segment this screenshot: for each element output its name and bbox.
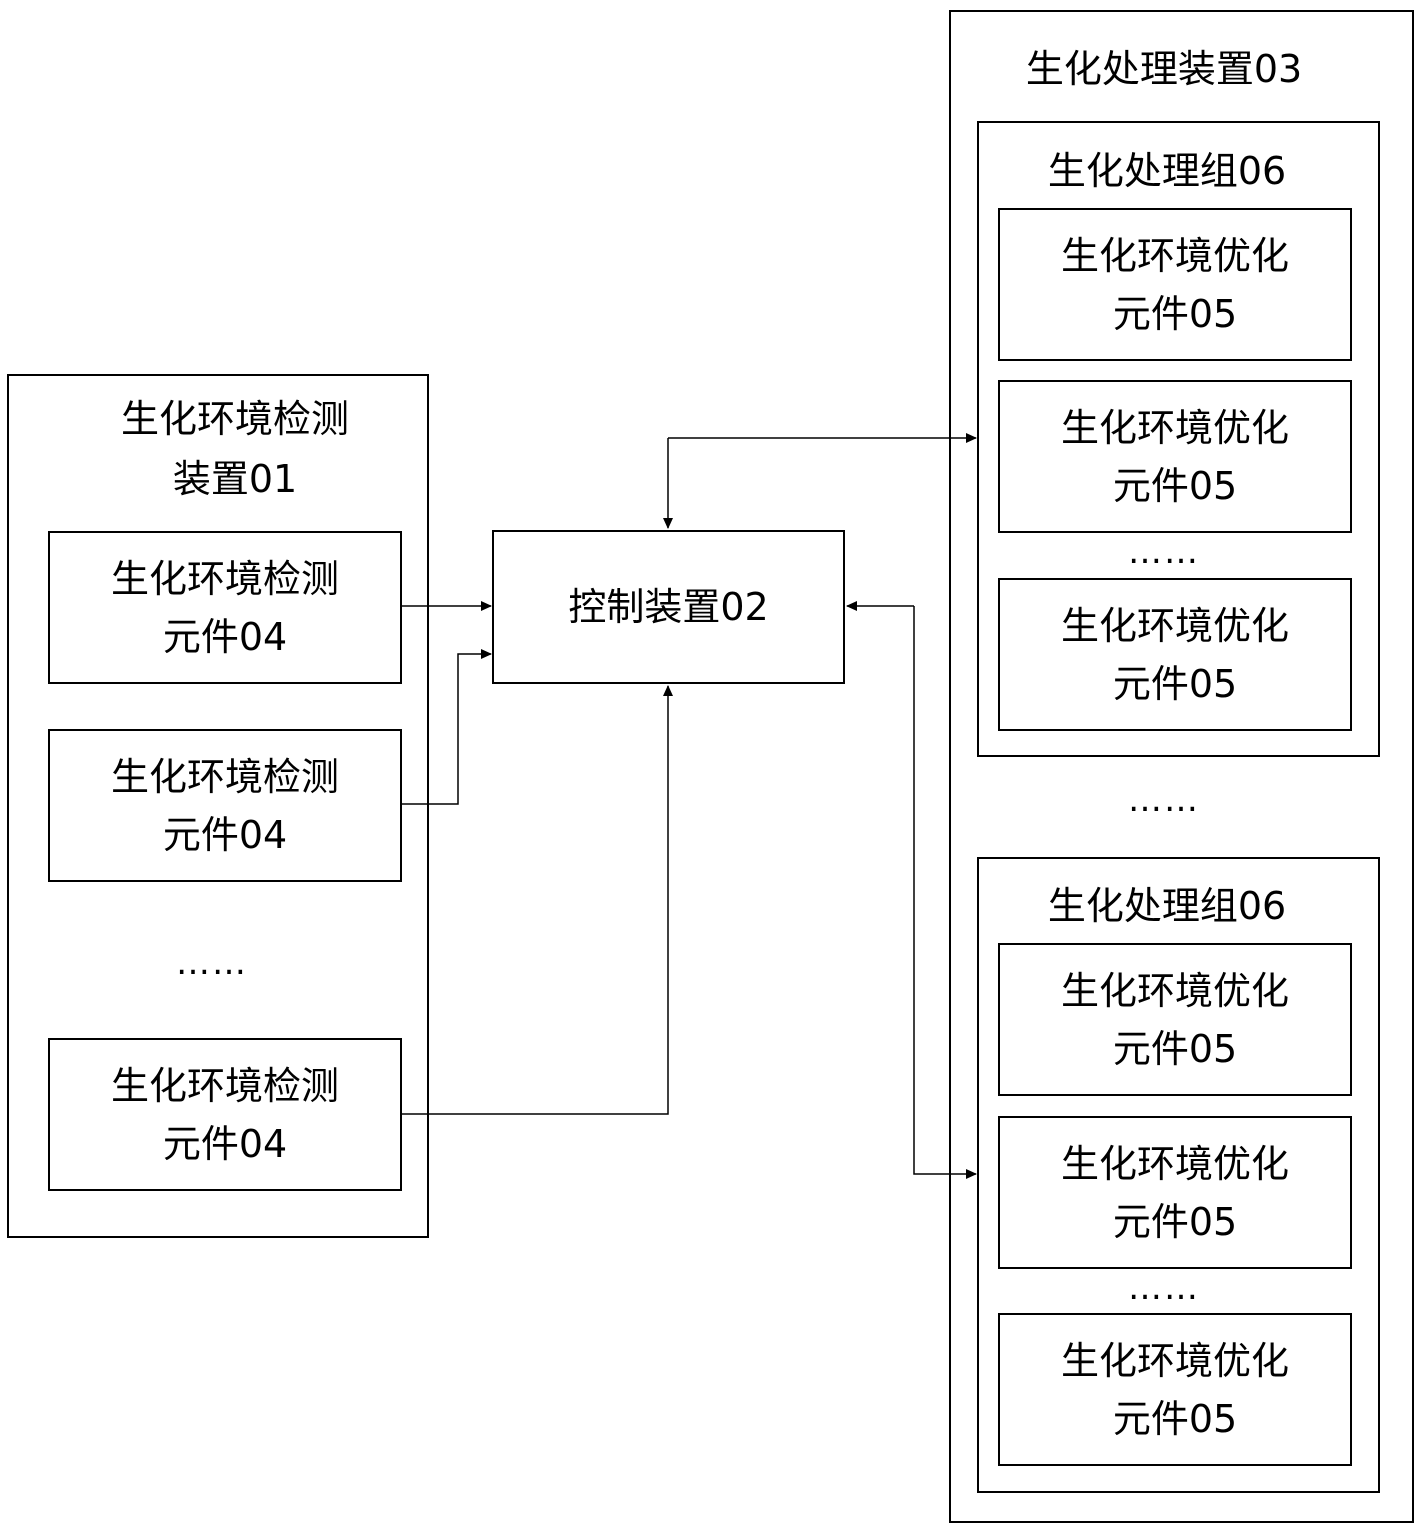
processing-device-title: 生化处理装置03 [1025,47,1303,91]
processing-group-1-title: 生化处理组06 [1047,149,1287,193]
arrow-detection-3-to-control [402,685,673,1115]
element-label-line2: 元件05 [1112,1396,1238,1441]
element-label-line1: 生化环境检测 [110,754,339,799]
processing-group-2-title: 生化处理组06 [1047,884,1287,928]
optimization-element-2: 生化环境优化 元件05 [998,380,1352,533]
detection-device-title-line2: 装置01 [172,457,298,501]
detection-element-2: 生化环境检测 元件04 [48,729,402,882]
element-label-line2: 元件05 [1112,1199,1238,1244]
arrow-control-to-group-2 [913,606,977,1179]
element-label-line1: 生化环境优化 [1060,1338,1289,1383]
optimization-element-4: 生化环境优化 元件05 [998,943,1352,1096]
element-label-line2: 元件04 [162,614,288,659]
detection-element-1: 生化环境检测 元件04 [48,531,402,684]
element-label-line2: 元件05 [1112,291,1238,336]
element-label-line2: 元件05 [1112,661,1238,706]
optimization-element-3: 生化环境优化 元件05 [998,578,1352,731]
detection-element-3: 生化环境检测 元件04 [48,1038,402,1191]
optimization-element-6: 生化环境优化 元件05 [998,1313,1352,1466]
element-label-line1: 生化环境优化 [1060,1141,1289,1186]
detection-device-title-line1: 生化环境检测 [120,397,349,441]
control-device: 控制装置02 [492,530,845,684]
element-label-line2: 元件04 [162,1121,288,1166]
element-label-line1: 生化环境检测 [110,1063,339,1108]
element-label-line2: 元件05 [1112,1026,1238,1071]
element-label-line2: 元件04 [162,812,288,857]
arrow-detection-2-to-control [402,649,492,805]
control-device-label: 控制装置02 [568,585,769,629]
optimization-element-5: 生化环境优化 元件05 [998,1116,1352,1269]
element-label-line1: 生化环境优化 [1060,233,1289,278]
element-label-line1: 生化环境优化 [1060,968,1289,1013]
element-label-line1: 生化环境检测 [110,556,339,601]
optimization-element-1: 生化环境优化 元件05 [998,208,1352,361]
element-label-line1: 生化环境优化 [1060,405,1289,450]
element-label-line2: 元件05 [1112,463,1238,508]
element-label-line1: 生化环境优化 [1060,603,1289,648]
